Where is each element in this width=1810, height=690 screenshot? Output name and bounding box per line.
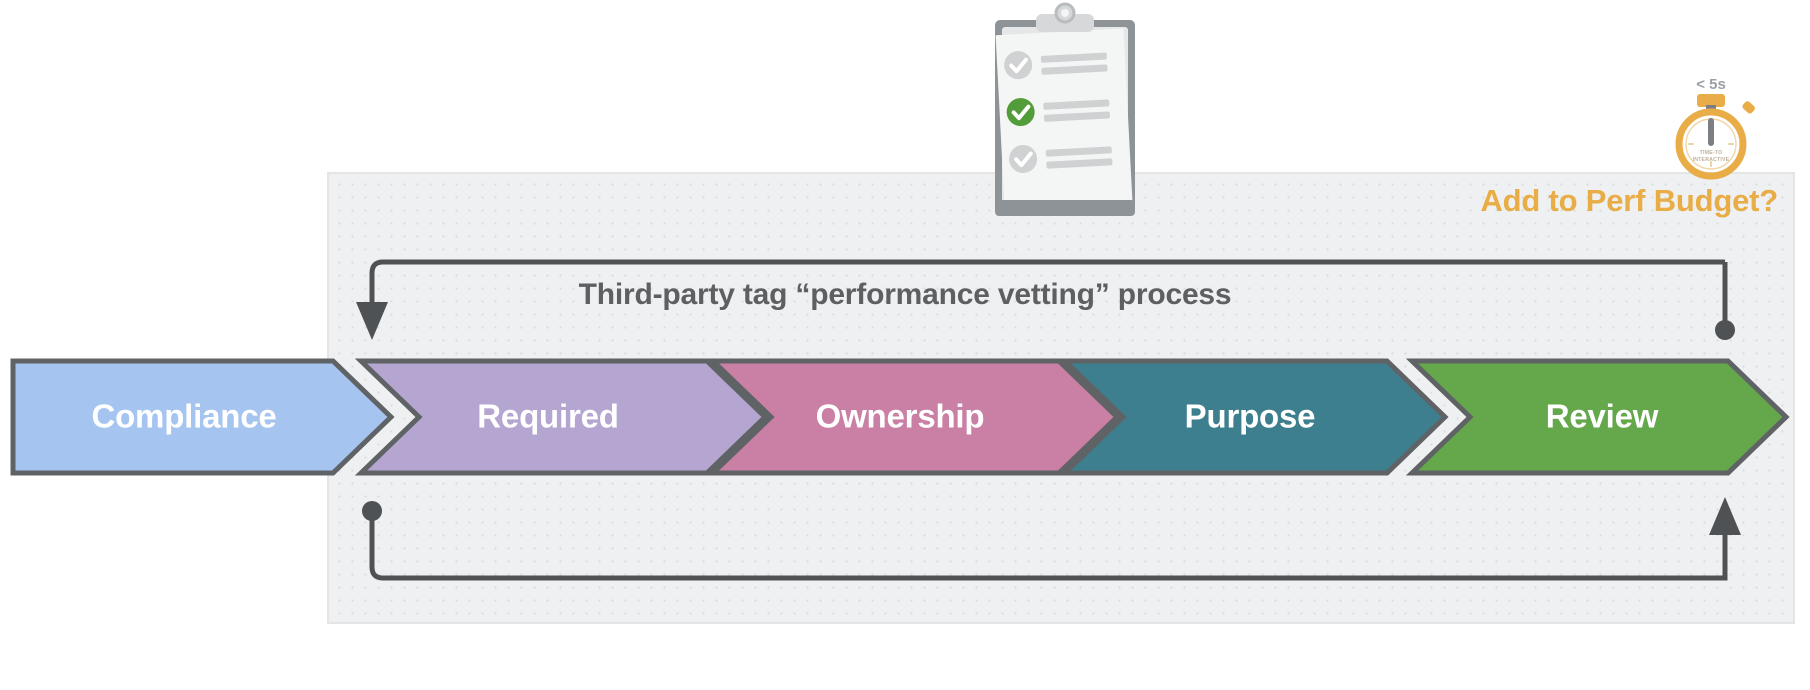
step-chevron-required[interactable]: Required	[354, 358, 769, 476]
stopwatch-face-line2: INTERACTIVE	[1693, 157, 1730, 163]
step-chevron-compliance[interactable]: Compliance	[10, 358, 395, 476]
bottom-connector-dot	[362, 501, 382, 521]
top-connector	[356, 259, 1735, 340]
step-label-compliance: Compliance	[91, 398, 276, 435]
add-to-perf-budget-label: Add to Perf Budget?	[1480, 183, 1778, 218]
stopwatch-face-line1: TIME-TO	[1700, 150, 1723, 156]
stopwatch-top-label: < 5s	[1696, 76, 1726, 93]
step-chevron-purpose[interactable]: Purpose	[1058, 358, 1449, 476]
bottom-connector-arrowhead	[1709, 497, 1741, 535]
bottom-connector	[362, 497, 1741, 581]
step-chevron-review[interactable]: Review	[1405, 358, 1790, 476]
top-connector-dot	[1715, 320, 1735, 340]
step-label-ownership: Ownership	[816, 398, 985, 435]
step-chevron-ownership[interactable]: Ownership	[706, 358, 1121, 476]
step-label-review: Review	[1546, 398, 1659, 435]
process-title: Third-party tag “performance vetting” pr…	[578, 278, 1232, 311]
top-connector-arrowhead	[356, 302, 388, 340]
step-label-purpose: Purpose	[1185, 398, 1316, 435]
step-label-required: Required	[477, 398, 618, 435]
